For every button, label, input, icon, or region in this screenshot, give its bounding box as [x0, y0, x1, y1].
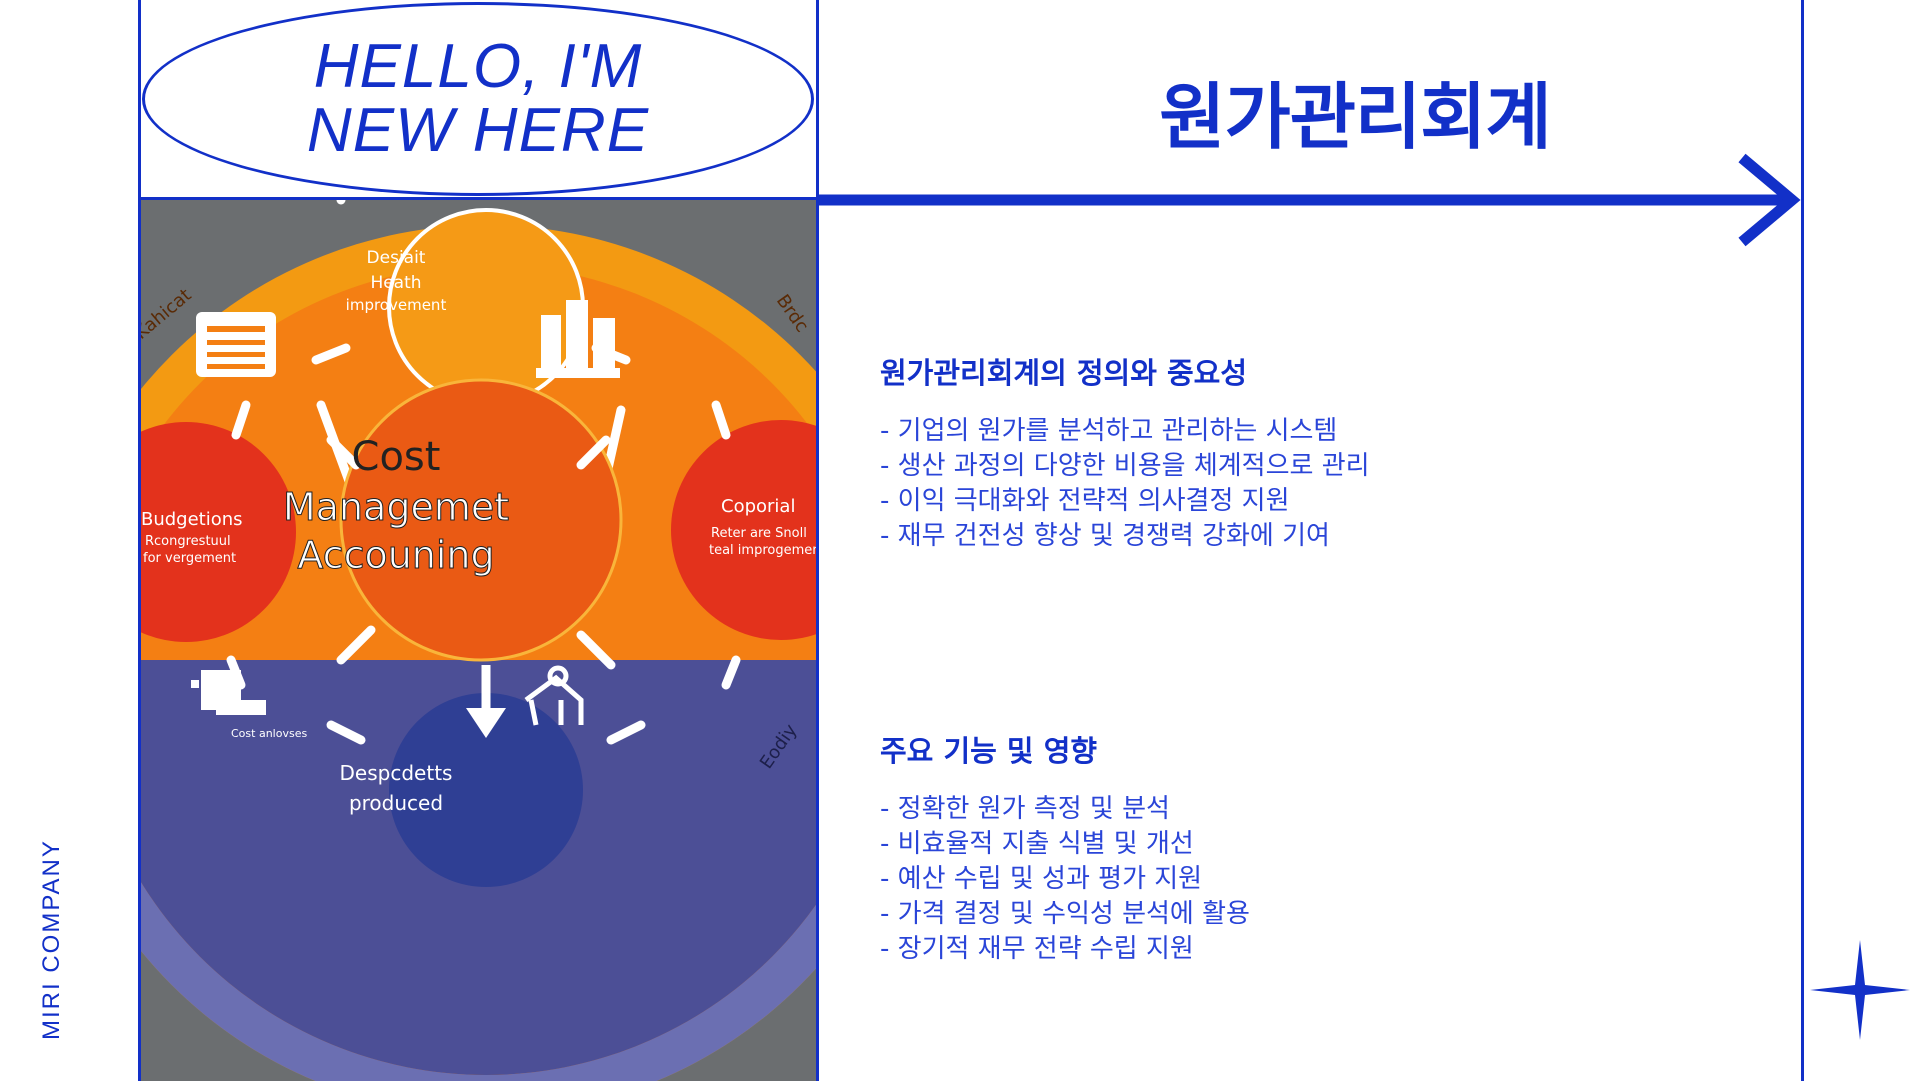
sparkle-star-icon — [1810, 940, 1910, 1040]
buildings-icon — [536, 300, 620, 378]
left-circle-label-2: Rcongrestuul — [145, 534, 231, 549]
section-title-definition: 원가관리회계의 정의와 중요성 — [880, 356, 1248, 390]
ring-label-right-top: Brdc — [772, 291, 813, 336]
list-item: - 장기적 재무 전략 수립 지원 — [880, 934, 1194, 964]
list-item: - 이익 극대화와 전략적 의사결정 지원 — [880, 486, 1290, 516]
right-circle — [671, 420, 816, 640]
center-label-1: Cost — [352, 434, 441, 480]
center-circle — [339, 378, 623, 662]
center-label-3: Accouning — [297, 533, 494, 577]
hello-line-2: NEW HERE — [306, 96, 650, 165]
bottom-circle-label-2: produced — [349, 791, 443, 815]
right-circle-label-1: Coporial — [721, 496, 795, 517]
list-item: - 정확한 원가 측정 및 분석 — [880, 794, 1170, 824]
frame-line-left — [138, 0, 141, 1081]
scale-icon — [191, 670, 266, 715]
company-name: MIRI COMPANY — [38, 839, 65, 1040]
list-item: - 생산 과정의 다양한 비용을 체계적으로 관리 — [880, 451, 1370, 481]
frame-line-middle — [816, 0, 819, 1081]
cost-management-diagram: Desiait Heath improvement Cost Managemet… — [141, 200, 816, 1081]
ring-label-left: Kahicat — [141, 285, 195, 344]
left-circle-label-1: Budgetions — [141, 509, 243, 530]
frame-line-right — [1801, 0, 1804, 1081]
bullet-list-functions: - 정확한 원가 측정 및 분석 - 비효율적 지출 식별 및 개선 - 예산 … — [880, 792, 1250, 967]
cart-icon — [524, 665, 584, 726]
hello-heading: HELLO, I'M NEW HERE — [142, 35, 814, 163]
left-circle-label-3: for vergement — [143, 551, 236, 566]
page-title: 원가관리회계 — [1159, 75, 1551, 159]
bottom-circle-label-1: Despcdetts — [340, 761, 453, 785]
right-circle-label-3: teal improgemer — [709, 543, 816, 558]
bullet-list-definition: - 기업의 원가를 분석하고 관리하는 시스템 - 생산 과정의 다양한 비용을… — [880, 414, 1370, 554]
right-circle-label-2: Reter are Snoll — [711, 526, 807, 541]
center-label-2: Managemet — [283, 485, 509, 529]
arrow-right-icon — [816, 153, 1801, 247]
frame-line-horizontal — [138, 197, 819, 200]
left-circle — [141, 422, 296, 642]
document-icon — [196, 312, 276, 377]
hello-line-1: HELLO, I'M — [313, 32, 643, 101]
hello-ellipse — [142, 2, 814, 196]
list-item: - 예산 수립 및 성과 평가 지원 — [880, 864, 1203, 894]
top-circle-label-1: Desiait — [367, 248, 426, 268]
list-item: - 재무 건전성 향상 및 경쟁력 강화에 기여 — [880, 521, 1330, 551]
icon-caption: Cost anlovses — [231, 727, 307, 740]
bottom-circle — [389, 693, 583, 887]
top-circle-label-2: Heath — [370, 273, 421, 293]
section-title-functions: 주요 기능 및 영향 — [880, 734, 1098, 768]
list-item: - 비효율적 지출 식별 및 개선 — [880, 829, 1194, 859]
list-item: - 가격 결정 및 수익성 분석에 활용 — [880, 899, 1250, 929]
top-circle-label-3: improvement — [346, 296, 447, 314]
list-item: - 기업의 원가를 분석하고 관리하는 시스템 — [880, 416, 1338, 446]
